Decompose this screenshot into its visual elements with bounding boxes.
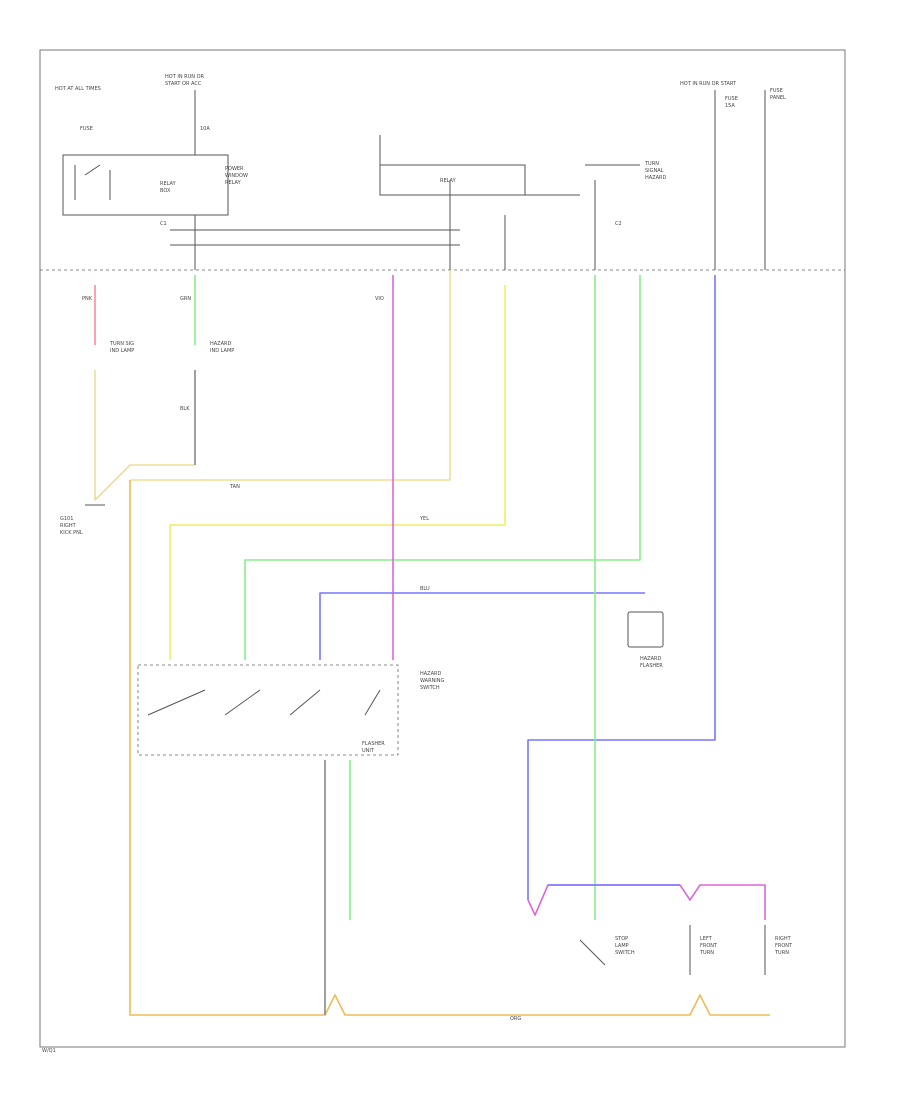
label-hazard-switch-3: SWITCH (420, 685, 440, 691)
label-brake-switch-3: SWITCH (615, 950, 635, 956)
label-relay-right: RELAY (440, 178, 457, 184)
label-hazard-flasher-1: HAZARD (640, 656, 662, 662)
label-flasher-sub: UNIT (362, 748, 375, 754)
label-wire-grn: GRN (180, 296, 191, 302)
left-relay-contact-2 (84, 164, 101, 176)
label-ground-1: G101 (60, 516, 73, 522)
switch-contact-3 (289, 689, 321, 716)
hazard-switch-block (137, 664, 399, 756)
label-wire-vio: VIO (375, 296, 384, 302)
hazard-flasher-unit (627, 611, 664, 648)
label-hot-in-run-top: HOT IN RUN OR (165, 74, 205, 80)
label-wire-pnk: PNK (82, 296, 93, 302)
label-lf-1: LEFT (700, 936, 713, 942)
diagram-frame (39, 49, 846, 1048)
label-right-note-3: HAZARD (645, 175, 667, 181)
left-relay-box (62, 154, 229, 216)
label-fuse-panel-b: PANEL (770, 95, 786, 101)
label-fuse-mid: 10A (200, 126, 210, 132)
label-lf-3: TURN (699, 950, 714, 956)
label-rf-1: RIGHT (775, 936, 792, 942)
label-relay-left: RELAY (160, 181, 177, 187)
label-wire-blu: BLU (420, 586, 430, 592)
label-hot-run-right: HOT IN RUN OR START (680, 81, 737, 87)
label-flasher: FLASHER (362, 741, 385, 747)
label-brake-switch-1: STOP (615, 936, 628, 942)
switch-contact-4 (364, 689, 381, 716)
wire-orange-ground-return (129, 480, 770, 1016)
wire-yellow (169, 285, 506, 660)
label-hazard-ind-2: IND LAMP (210, 348, 234, 354)
wire-blue-to-flasher (319, 592, 645, 660)
wire-tan-turn-ground (94, 370, 195, 501)
switch-contact-1 (147, 689, 206, 716)
label-left-note-3: RELAY (225, 180, 242, 186)
label-turn-ind-2: IND LAMP (110, 348, 134, 354)
label-wire-yel: YEL (419, 516, 429, 522)
label-hazard-flasher-2: FLASHER (640, 663, 663, 669)
wire-green-long (244, 275, 641, 660)
label-ground-2: RIGHT (60, 523, 77, 529)
label-hot-in-run-bottom: START OR ACC (165, 81, 202, 87)
label-bottom-code: W/Q1 (42, 1048, 56, 1054)
label-turn-ind-1: TURN SIG (109, 341, 134, 347)
label-lf-2: FRONT (700, 943, 718, 949)
label-fuse-right-a: FUSE (725, 96, 738, 102)
label-fuse-panel-a: FUSE (770, 88, 783, 94)
label-ground-3: KICK PNL (60, 530, 83, 536)
switch-contact-2 (224, 689, 261, 716)
wire-violet-front-turn (527, 884, 766, 920)
label-hazard-ind-1: HAZARD (210, 341, 232, 347)
label-left-note-1: POWER (225, 166, 244, 172)
label-connector-c2: C2 (615, 221, 622, 227)
label-relay-left-sub: BOX (160, 188, 171, 194)
label-wire-tan: TAN (229, 484, 240, 490)
label-brake-switch-2: LAMP (615, 943, 629, 949)
label-fuse-left: FUSE (80, 126, 93, 132)
label-hot-at-all-times: HOT AT ALL TIMES (55, 86, 101, 92)
label-connector-c1: C1 (160, 221, 167, 227)
label-left-note-2: WINDOW (225, 173, 248, 179)
label-right-note-1: TURN (644, 161, 659, 167)
label-rf-3: TURN (774, 950, 789, 956)
label-rf-2: FRONT (775, 943, 793, 949)
label-wire-org: ORG (510, 1016, 521, 1022)
label-fuse-right-b: 15A (725, 103, 735, 109)
stop-switch-contact (579, 939, 606, 966)
label-hazard-switch-1: HAZARD (420, 671, 442, 677)
wire-blue-right (527, 275, 716, 900)
label-wire-blk: BLK (180, 406, 190, 412)
wire-tan-main (130, 270, 451, 481)
label-right-note-2: SIGNAL (645, 168, 664, 174)
label-hazard-switch-2: WARNING (420, 678, 445, 684)
